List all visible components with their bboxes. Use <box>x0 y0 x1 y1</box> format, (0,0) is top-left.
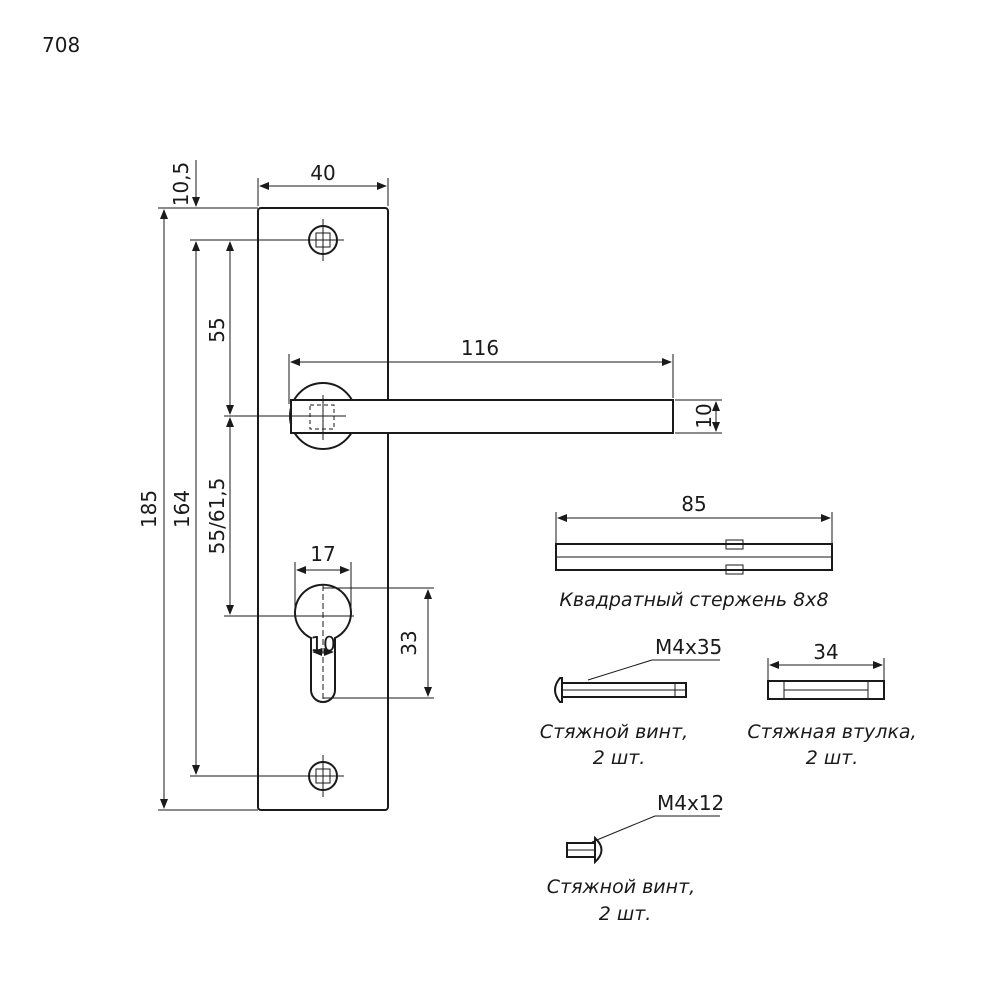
cylinder-slot-label: 10 <box>310 632 335 656</box>
short-screw-size: М4х12 <box>657 791 724 815</box>
top-offset-label: 10,5 <box>169 162 193 207</box>
rod-length-label: 85 <box>681 492 706 516</box>
sleeve-length-label: 34 <box>813 640 838 664</box>
sleeve-caption-1: Стяжная втулка, <box>747 721 916 743</box>
sleeve: 34 Стяжная втулка, 2 шт. <box>747 640 916 769</box>
sleeve-caption-2: 2 шт. <box>806 747 859 769</box>
plate-width-label: 40 <box>310 161 335 185</box>
back-plate <box>257 207 674 811</box>
square-rod: 85 Квадратный стержень 8х8 <box>555 492 833 611</box>
cylinder-height-label: 33 <box>397 630 421 655</box>
upper-spacing-label: 55 <box>205 317 229 342</box>
handle-length-label: 116 <box>461 336 499 360</box>
handle-thickness-label: 10 <box>692 403 716 428</box>
page-number: 708 <box>42 33 80 57</box>
short-screw-caption-2: 2 шт. <box>599 903 652 925</box>
screw-spacing-label: 164 <box>170 490 194 528</box>
rod-caption: Квадратный стержень 8х8 <box>559 589 828 611</box>
lower-spacing-label: 55/61,5 <box>205 478 229 555</box>
long-screw-size: М4х35 <box>655 635 722 659</box>
short-screw-caption-1: Стяжной винт, <box>547 876 695 898</box>
long-screw-caption-1: Стяжной винт, <box>540 721 688 743</box>
short-screw: М4х12 Стяжной винт, 2 шт. <box>547 791 724 925</box>
cylinder-width-label: 17 <box>310 542 335 566</box>
long-screw: М4х35 Стяжной винт, 2 шт. <box>540 635 722 769</box>
lever-handle <box>289 382 674 450</box>
long-screw-caption-2: 2 шт. <box>593 747 646 769</box>
total-height-label: 185 <box>137 490 161 528</box>
